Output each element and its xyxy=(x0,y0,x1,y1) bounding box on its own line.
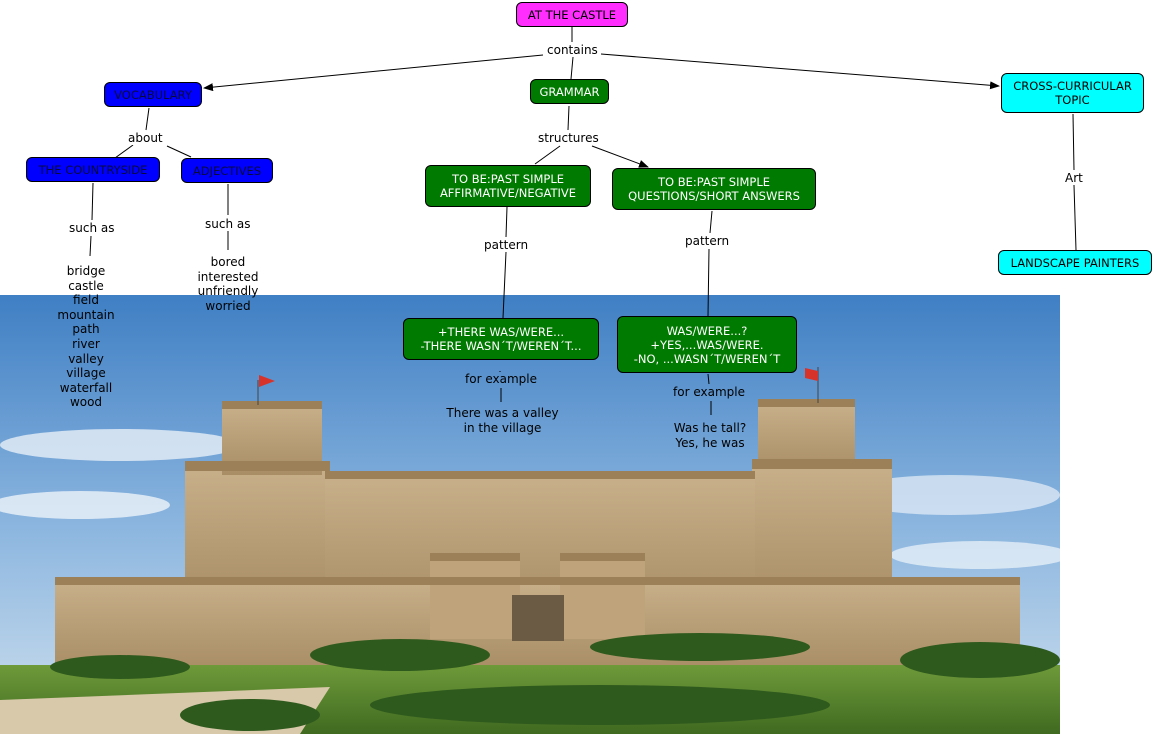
link-adjectives-such-as: such as xyxy=(202,217,254,231)
list-item: bridge xyxy=(66,264,106,278)
list-item: bored xyxy=(210,255,246,269)
list-item: field xyxy=(73,293,99,308)
countryside-word-list: bridge castle field mountain path river … xyxy=(40,264,132,410)
root-concept[interactable]: AT THE CASTLE xyxy=(516,2,628,27)
list-item: river xyxy=(72,336,100,351)
list-item: unfriendly xyxy=(197,284,259,299)
vocabulary-concept[interactable]: VOCABULARY xyxy=(104,82,202,107)
list-item: worried xyxy=(205,298,251,313)
landscape-painters-concept[interactable]: LANDSCAPE PAINTERS xyxy=(998,250,1152,275)
affirmative-example: There was a valley in the village xyxy=(446,406,559,435)
link-contains: contains xyxy=(544,43,601,57)
questions-pattern-concept[interactable]: WAS/WERE...? +YES,...WAS/WERE. -NO, ...W… xyxy=(617,316,797,373)
list-item: village xyxy=(66,366,106,381)
link-questions-for-example: for example xyxy=(673,385,745,399)
list-item: mountain xyxy=(57,307,115,322)
cross-curricular-concept[interactable]: CROSS-CURRICULAR TOPIC xyxy=(1001,73,1144,113)
link-about: about xyxy=(125,131,166,145)
adjectives-word-list: bored interested unfriendly worried xyxy=(184,255,272,313)
affirmative-pattern-concept[interactable]: +THERE WAS/WERE... -THERE WASN´T/WEREN´T… xyxy=(403,318,599,360)
list-item: wood xyxy=(69,395,103,410)
list-item: path xyxy=(72,322,100,337)
list-item: waterfall xyxy=(59,380,113,395)
countryside-concept[interactable]: THE COUNTRYSIDE xyxy=(26,157,160,182)
link-questions-pattern: pattern xyxy=(682,234,733,248)
link-countryside-such-as: such as xyxy=(66,221,118,235)
castle-photo xyxy=(0,295,1060,734)
questions-example: Was he tall? Yes, he was xyxy=(673,421,747,450)
affirmative-negative-concept[interactable]: TO BE:PAST SIMPLE AFFIRMATIVE/NEGATIVE xyxy=(425,165,591,207)
list-item: interested xyxy=(197,269,259,284)
link-structures: structures xyxy=(535,131,602,145)
grammar-concept[interactable]: GRAMMAR xyxy=(530,79,609,104)
link-art: Art xyxy=(1062,171,1086,185)
questions-short-answers-concept[interactable]: TO BE:PAST SIMPLE QUESTIONS/SHORT ANSWER… xyxy=(612,168,816,210)
list-item: castle xyxy=(68,278,104,293)
list-item: valley xyxy=(68,351,104,366)
link-affirmative-pattern: pattern xyxy=(481,238,532,252)
link-affirmative-for-example: for example xyxy=(465,372,537,386)
adjectives-concept[interactable]: ADJECTIVES xyxy=(181,158,273,183)
